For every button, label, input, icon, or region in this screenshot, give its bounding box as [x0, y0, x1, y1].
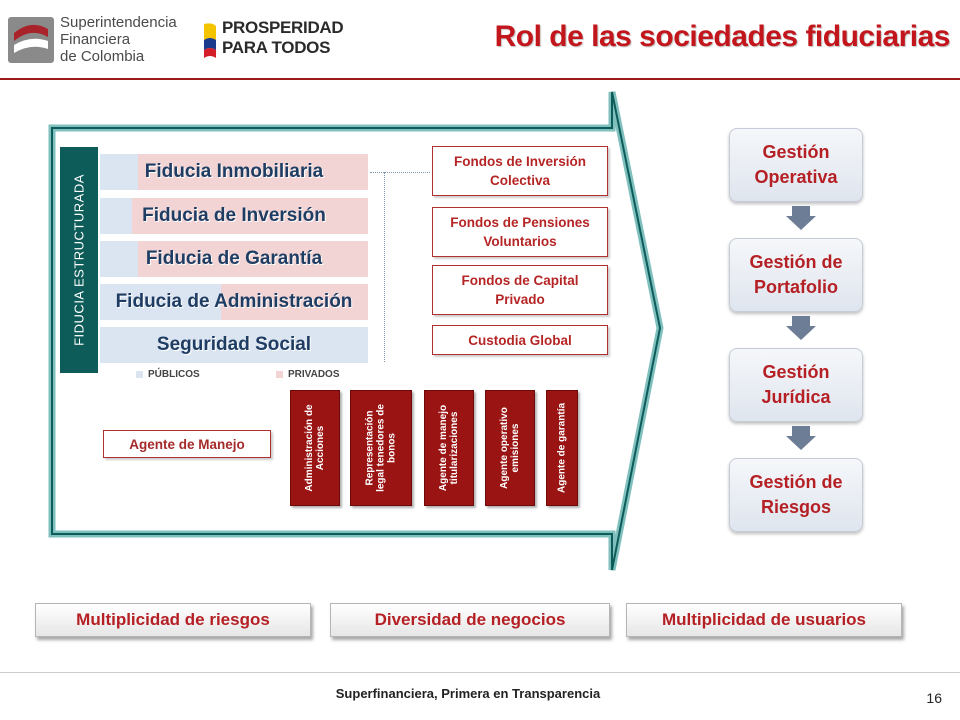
- agente-de-manejo-box: Agente de Manejo: [103, 430, 271, 458]
- legend-publicos: PÚBLICOS: [136, 369, 200, 380]
- multiplicidad-usuarios-button: Multiplicidad de usuarios: [626, 603, 902, 637]
- footer-text: Superfinanciera, Primera en Transparenci…: [335, 686, 601, 701]
- fiducia-estructurada-band: FIDUCIA ESTRUCTURADA: [60, 147, 98, 373]
- page-number: 16: [926, 690, 942, 706]
- container-arrow-shape: [48, 91, 664, 571]
- card-agente-garantia: Agente de garantía: [546, 390, 578, 506]
- fiducia-bar-inversion: Fiducia de Inversión: [100, 198, 368, 234]
- multiplicidad-riesgos-button: Multiplicidad de riesgos: [35, 603, 311, 637]
- down-arrow-icon: [786, 206, 816, 230]
- diversidad-negocios-button: Diversidad de negocios: [330, 603, 610, 637]
- custodia-global: Custodia Global: [432, 325, 608, 355]
- dotted-connector: [370, 172, 430, 173]
- dotted-connector-vertical: [384, 172, 385, 362]
- fiducia-bar-inmobiliaria: Fiducia Inmobiliaria: [100, 154, 368, 190]
- down-arrow-icon: [786, 426, 816, 450]
- fiducia-bar-seguridad-social: Seguridad Social: [100, 327, 368, 363]
- page-title: Rol de las sociedades fiduciarias: [494, 20, 951, 53]
- fiducia-bar-garantia: Fiducia de Garantía: [100, 241, 368, 277]
- colombia-flag-icon: [204, 23, 216, 58]
- header-divider: [0, 78, 960, 80]
- superfinanciera-logo-icon: [8, 17, 54, 63]
- superfinanciera-logo-text: Superintendencia Financiera de Colombia: [60, 14, 177, 65]
- prosperidad-logo-text: PROSPERIDAD PARA TODOS: [222, 18, 344, 57]
- footer-divider: [0, 672, 960, 673]
- fiducia-bar-administracion: Fiducia de Administración: [100, 284, 368, 320]
- down-arrow-icon: [786, 316, 816, 340]
- legend-privados: PRIVADOS: [276, 369, 340, 380]
